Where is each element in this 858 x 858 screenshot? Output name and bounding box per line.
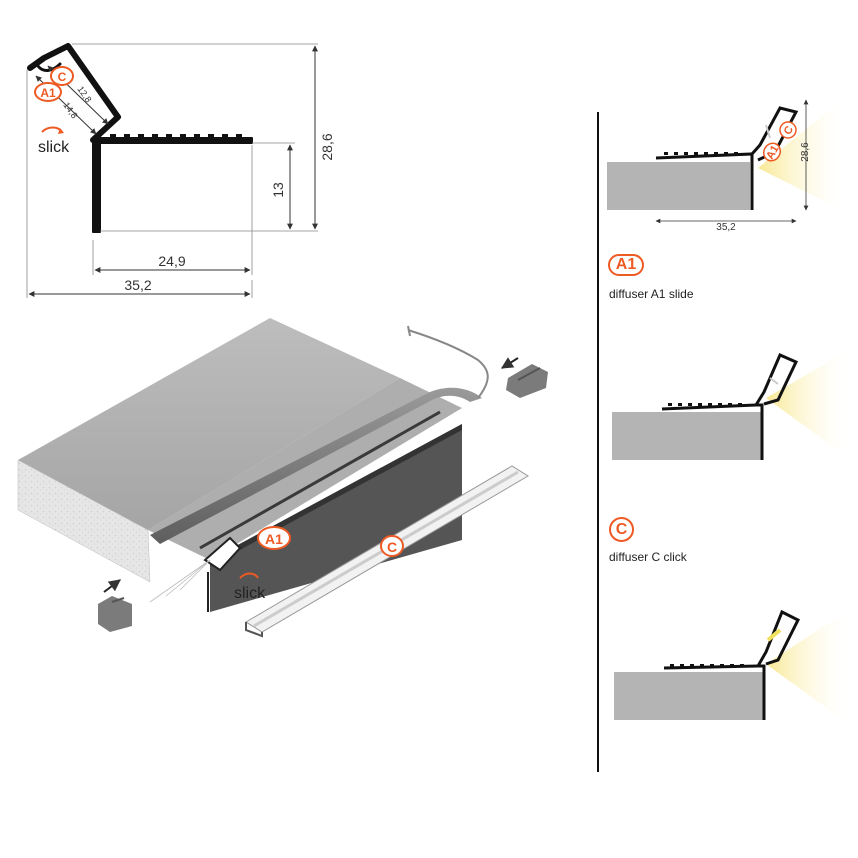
board-front xyxy=(17,459,151,583)
cross-section-drawing: 28,6 13 24,9 35,2 12,8 14,8 C A1 slick xyxy=(26,43,335,298)
badge-c-crosssection: C xyxy=(50,66,74,86)
mini-section-a1 xyxy=(612,352,846,460)
dim-height-step: 13 xyxy=(270,182,286,198)
end-cap-right xyxy=(506,364,548,398)
cable xyxy=(407,329,489,399)
mini-section-top: 35,2 28,6 A1 C xyxy=(607,99,842,233)
svg-text:A1: A1 xyxy=(265,531,283,547)
caption-diffuser-c: diffuser C click xyxy=(609,550,687,564)
badge-c-legend: C xyxy=(609,517,634,542)
caption-diffuser-a1: diffuser A1 slide xyxy=(609,287,694,301)
mini-dim-width: 35,2 xyxy=(716,222,736,233)
dim-diffuser-c: 12,8 xyxy=(75,84,93,104)
end-cap-left xyxy=(98,596,132,632)
board-top xyxy=(18,318,400,530)
badge-a1-mini: A1 xyxy=(762,142,782,162)
dim-diffuser-a1: 14,8 xyxy=(61,100,79,120)
svg-text:C: C xyxy=(387,539,397,555)
slick-logo: slick xyxy=(38,126,70,156)
mini-dim-height: 28,6 xyxy=(800,142,811,162)
dim-height-total: 28,6 xyxy=(319,133,335,160)
svg-text:C: C xyxy=(58,70,67,84)
mini-section-c xyxy=(614,609,846,722)
profile-face xyxy=(210,424,462,612)
led-rail xyxy=(150,387,482,544)
badge-c-isometric: C xyxy=(380,535,404,557)
badge-a1-legend: A1 xyxy=(608,254,644,276)
dim-width-total: 35,2 xyxy=(124,277,151,293)
profile-teeth xyxy=(110,134,242,137)
badge-a1-isometric: A1 xyxy=(257,526,291,550)
badge-c-mini: C xyxy=(779,121,797,139)
badge-a1-crosssection: A1 xyxy=(34,82,62,102)
isometric-drawing: A1 C slick xyxy=(17,318,548,638)
slick-logo-isometric: slick xyxy=(234,572,266,602)
dim-width-inner: 24,9 xyxy=(158,253,185,269)
svg-text:slick: slick xyxy=(234,585,266,602)
svg-text:slick: slick xyxy=(38,139,70,156)
svg-text:A1: A1 xyxy=(40,86,56,100)
